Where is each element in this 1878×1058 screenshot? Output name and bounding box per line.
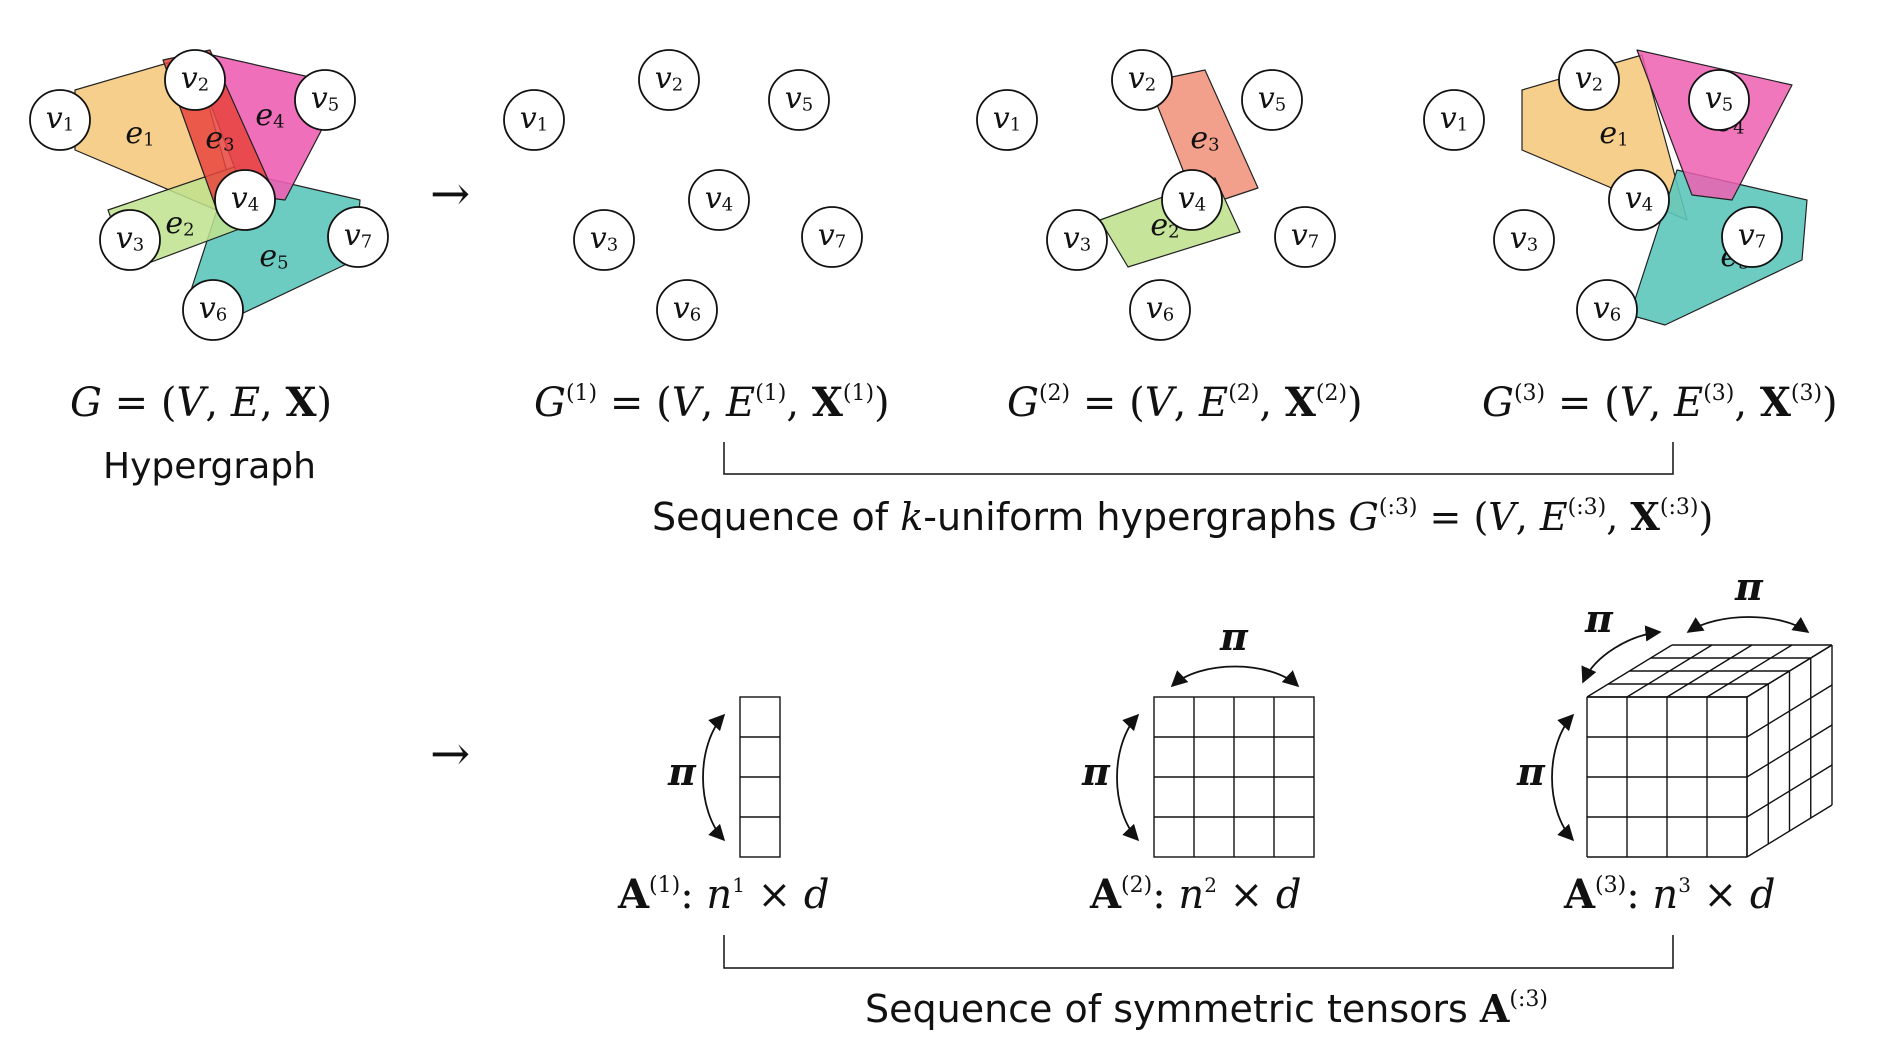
- vertex-circle: [99, 209, 161, 271]
- vertex-v5: v5: [1241, 69, 1303, 131]
- sequence-hypergraphs-caption: Sequence of k-uniform hypergraphs G(:3) …: [652, 494, 1713, 539]
- tensor-sequence-bracket: [723, 935, 1674, 969]
- vertex-circle: [1688, 69, 1750, 131]
- vertex-v3: v3: [1046, 209, 1108, 271]
- pi-label-A1: π: [667, 749, 697, 794]
- vertex-v5: v5: [768, 69, 830, 131]
- cube-grid-line: [1746, 764, 1833, 818]
- vertex-circle: [1161, 169, 1223, 231]
- vertex-v6: v6: [1129, 279, 1191, 341]
- pi-label-A2-cols: π: [1219, 614, 1249, 659]
- vertex-circle: [801, 206, 863, 268]
- vertex-v2: v2: [638, 49, 700, 111]
- vertex-v4: v4: [688, 169, 750, 231]
- edge-e3-k2: [1147, 69, 1259, 209]
- vertex-v1: v1: [29, 89, 91, 151]
- permutation-arrow-A3-depth: [1581, 625, 1662, 684]
- vertex-circle: [1274, 206, 1336, 268]
- vertex-circle: [164, 49, 226, 111]
- vertex-label: v4: [231, 181, 259, 216]
- sequence-tensors-caption: Sequence of symmetric tensors A(:3): [865, 986, 1548, 1031]
- vertex-circle: [1721, 206, 1783, 268]
- formula-A1: A(1): n1 × d: [617, 871, 829, 918]
- formula-G3: G(3) = (V, E(3), X(3)): [1482, 379, 1838, 426]
- vertex-circle: [1493, 209, 1555, 271]
- permutation-arrow-A1: [702, 713, 726, 842]
- formula-G: G = (V, E, X): [70, 379, 332, 426]
- vertex-circle: [1423, 89, 1485, 151]
- vertex-v7: v7: [801, 206, 863, 268]
- vertex-label: v7: [1738, 218, 1766, 253]
- cube-grid-line: [1706, 644, 1793, 698]
- vertex-circle: [182, 279, 244, 341]
- tensor-A1: [739, 696, 781, 858]
- vertex-circle: [29, 89, 91, 151]
- vertex-v2: v2: [1558, 49, 1620, 111]
- vertex-circle: [214, 169, 276, 231]
- vertex-circle: [656, 279, 718, 341]
- vertex-circle: [1111, 49, 1173, 111]
- hypergraph-caption: Hypergraph: [103, 446, 316, 487]
- vertex-label: v1: [1440, 101, 1468, 136]
- arrow-to-hypergraphs: →: [430, 166, 470, 222]
- cube-grid-line: [1746, 724, 1833, 778]
- vertex-v3: v3: [573, 209, 635, 271]
- vertex-v7: v7: [327, 206, 389, 268]
- vertex-v3: v3: [99, 209, 161, 271]
- vertex-layer: e1e2e3e4e5v1v2v3v4v5v6v7v1v2v3v4v5v6v7e3…: [29, 49, 1783, 341]
- vertex-circle: [768, 69, 830, 131]
- pi-label-A3-cols: π: [1734, 564, 1764, 609]
- vertex-v4: v4: [1161, 169, 1223, 231]
- vertex-circle: [327, 206, 389, 268]
- vertex-v6: v6: [182, 279, 244, 341]
- formula-G2: G(2) = (V, E(2), X(2)): [1007, 379, 1363, 426]
- vertex-circle: [1608, 169, 1670, 231]
- hypergraph-sequence-bracket: [723, 442, 1674, 475]
- formula-G1: G(1) = (V, E(1), X(1)): [534, 379, 890, 426]
- vertex-v6: v6: [656, 279, 718, 341]
- pi-label-A2-rows: π: [1081, 749, 1111, 794]
- vertex-v4: v4: [1608, 169, 1670, 231]
- vertex-v1: v1: [976, 89, 1038, 151]
- vertex-v2: v2: [164, 49, 226, 111]
- vertex-circle: [976, 89, 1038, 151]
- cube-grid-line: [1746, 804, 1833, 858]
- vertex-circle: [638, 49, 700, 111]
- permutation-arrow-A3-rows: [1551, 713, 1575, 842]
- vertex-v7: v7: [1721, 206, 1783, 268]
- cube-grid-line: [1746, 644, 1833, 698]
- vertex-v7: v7: [1274, 206, 1336, 268]
- vertex-v4: v4: [214, 169, 276, 231]
- vertex-label: v4: [1625, 181, 1653, 216]
- formula-A3: A(3): n3 × d: [1563, 871, 1775, 918]
- permutation-arrow-A2-rows: [1116, 713, 1140, 842]
- vertex-v2: v2: [1111, 49, 1173, 111]
- permutation-arrow-A3-cols: [1686, 616, 1810, 633]
- vertex-v1: v1: [503, 89, 565, 151]
- vertex-v6: v6: [1576, 279, 1638, 341]
- vertex-circle: [503, 89, 565, 151]
- vertex-circle: [688, 169, 750, 231]
- permutation-arrow-A2-cols: [1170, 665, 1300, 688]
- vertex-v5: v5: [294, 69, 356, 131]
- pi-label-A3-depth: π: [1584, 596, 1614, 641]
- arrow-to-tensors: →: [430, 726, 470, 782]
- vertex-circle: [1046, 209, 1108, 271]
- vertex-circle: [1558, 49, 1620, 111]
- vertex-circle: [573, 209, 635, 271]
- vertex-v5: v5: [1688, 69, 1750, 131]
- formula-A2: A(2): n2 × d: [1089, 871, 1301, 918]
- vertex-circle: [1576, 279, 1638, 341]
- pi-label-A3-rows: π: [1516, 749, 1546, 794]
- tensor-A2: [1153, 696, 1315, 858]
- vertex-circle: [294, 69, 356, 131]
- vertex-v1: v1: [1423, 89, 1485, 151]
- vertex-circle: [1129, 279, 1191, 341]
- tensor-A3: [1586, 644, 1833, 858]
- vertex-circle: [1241, 69, 1303, 131]
- vertex-v3: v3: [1493, 209, 1555, 271]
